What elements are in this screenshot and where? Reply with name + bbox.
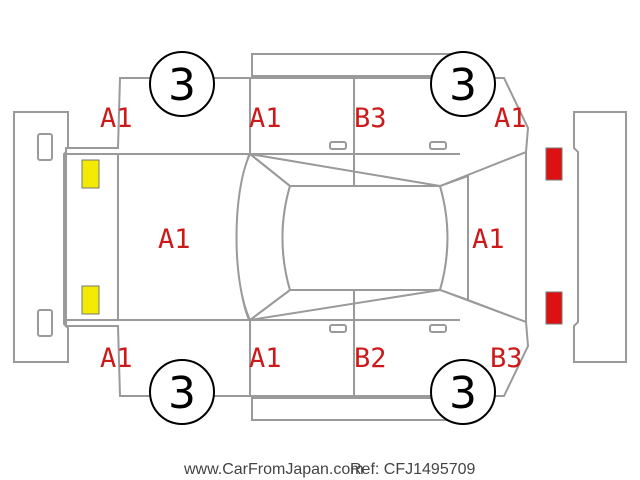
code-front-right-door: A1 bbox=[249, 343, 282, 374]
rear-bumper bbox=[573, 111, 627, 363]
code-left-quarter: A1 bbox=[494, 103, 527, 134]
tire-rear-left: 3 bbox=[430, 51, 496, 117]
code-rear-left-door: B3 bbox=[354, 103, 387, 134]
tire-front-right: 3 bbox=[149, 359, 215, 425]
tire-front-left: 3 bbox=[149, 51, 215, 117]
caption-site: www.CarFromJapan.com bbox=[183, 461, 364, 478]
caption-ref: Ref: CFJ1495709 bbox=[350, 461, 476, 478]
code-front-right-fender: A1 bbox=[100, 343, 133, 374]
code-right-quarter: B3 bbox=[490, 343, 523, 374]
tire-rear-right: 3 bbox=[430, 359, 496, 425]
step-bottom bbox=[251, 397, 453, 421]
front-bumper bbox=[13, 111, 69, 363]
code-rear-panel: A1 bbox=[472, 224, 505, 255]
svg-text:3: 3 bbox=[168, 368, 196, 419]
rear-lamp-left bbox=[545, 147, 563, 181]
rear-lamp-right bbox=[545, 291, 563, 325]
front-lamp-left bbox=[81, 159, 100, 189]
code-front-left-fender: A1 bbox=[100, 103, 133, 134]
roof bbox=[281, 185, 449, 291]
code-front-left-door: A1 bbox=[249, 103, 282, 134]
svg-text:3: 3 bbox=[449, 368, 477, 419]
svg-text:3: 3 bbox=[168, 60, 196, 111]
step-top bbox=[251, 53, 453, 77]
front-lamp-right bbox=[81, 285, 100, 315]
svg-text:3: 3 bbox=[449, 60, 477, 111]
code-hood: A1 bbox=[158, 224, 191, 255]
code-rear-right-door: B2 bbox=[354, 343, 387, 374]
